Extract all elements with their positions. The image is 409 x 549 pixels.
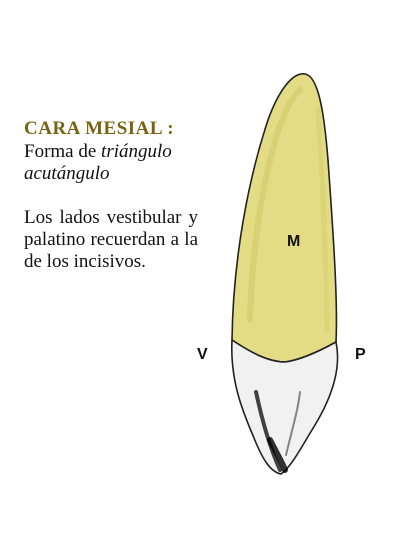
label-palatino: P bbox=[355, 346, 366, 363]
shape-italic-1: triángulo bbox=[101, 141, 172, 162]
label-vestibular: V bbox=[197, 346, 208, 363]
heading-cara-mesial: CARA MESIAL : bbox=[24, 118, 175, 139]
label-mesial: M bbox=[287, 233, 301, 250]
shape-italic-2: acutángulo bbox=[24, 163, 110, 184]
shape-prefix: Forma de bbox=[24, 141, 102, 162]
sides-paragraph: Los lados vestibular y palatino recuerda… bbox=[24, 207, 198, 272]
description-text: CARA MESIAL : Forma de triángulo acutáng… bbox=[24, 118, 198, 273]
shape-description: Forma de triángulo bbox=[24, 141, 198, 163]
tooth-crown bbox=[230, 338, 339, 475]
